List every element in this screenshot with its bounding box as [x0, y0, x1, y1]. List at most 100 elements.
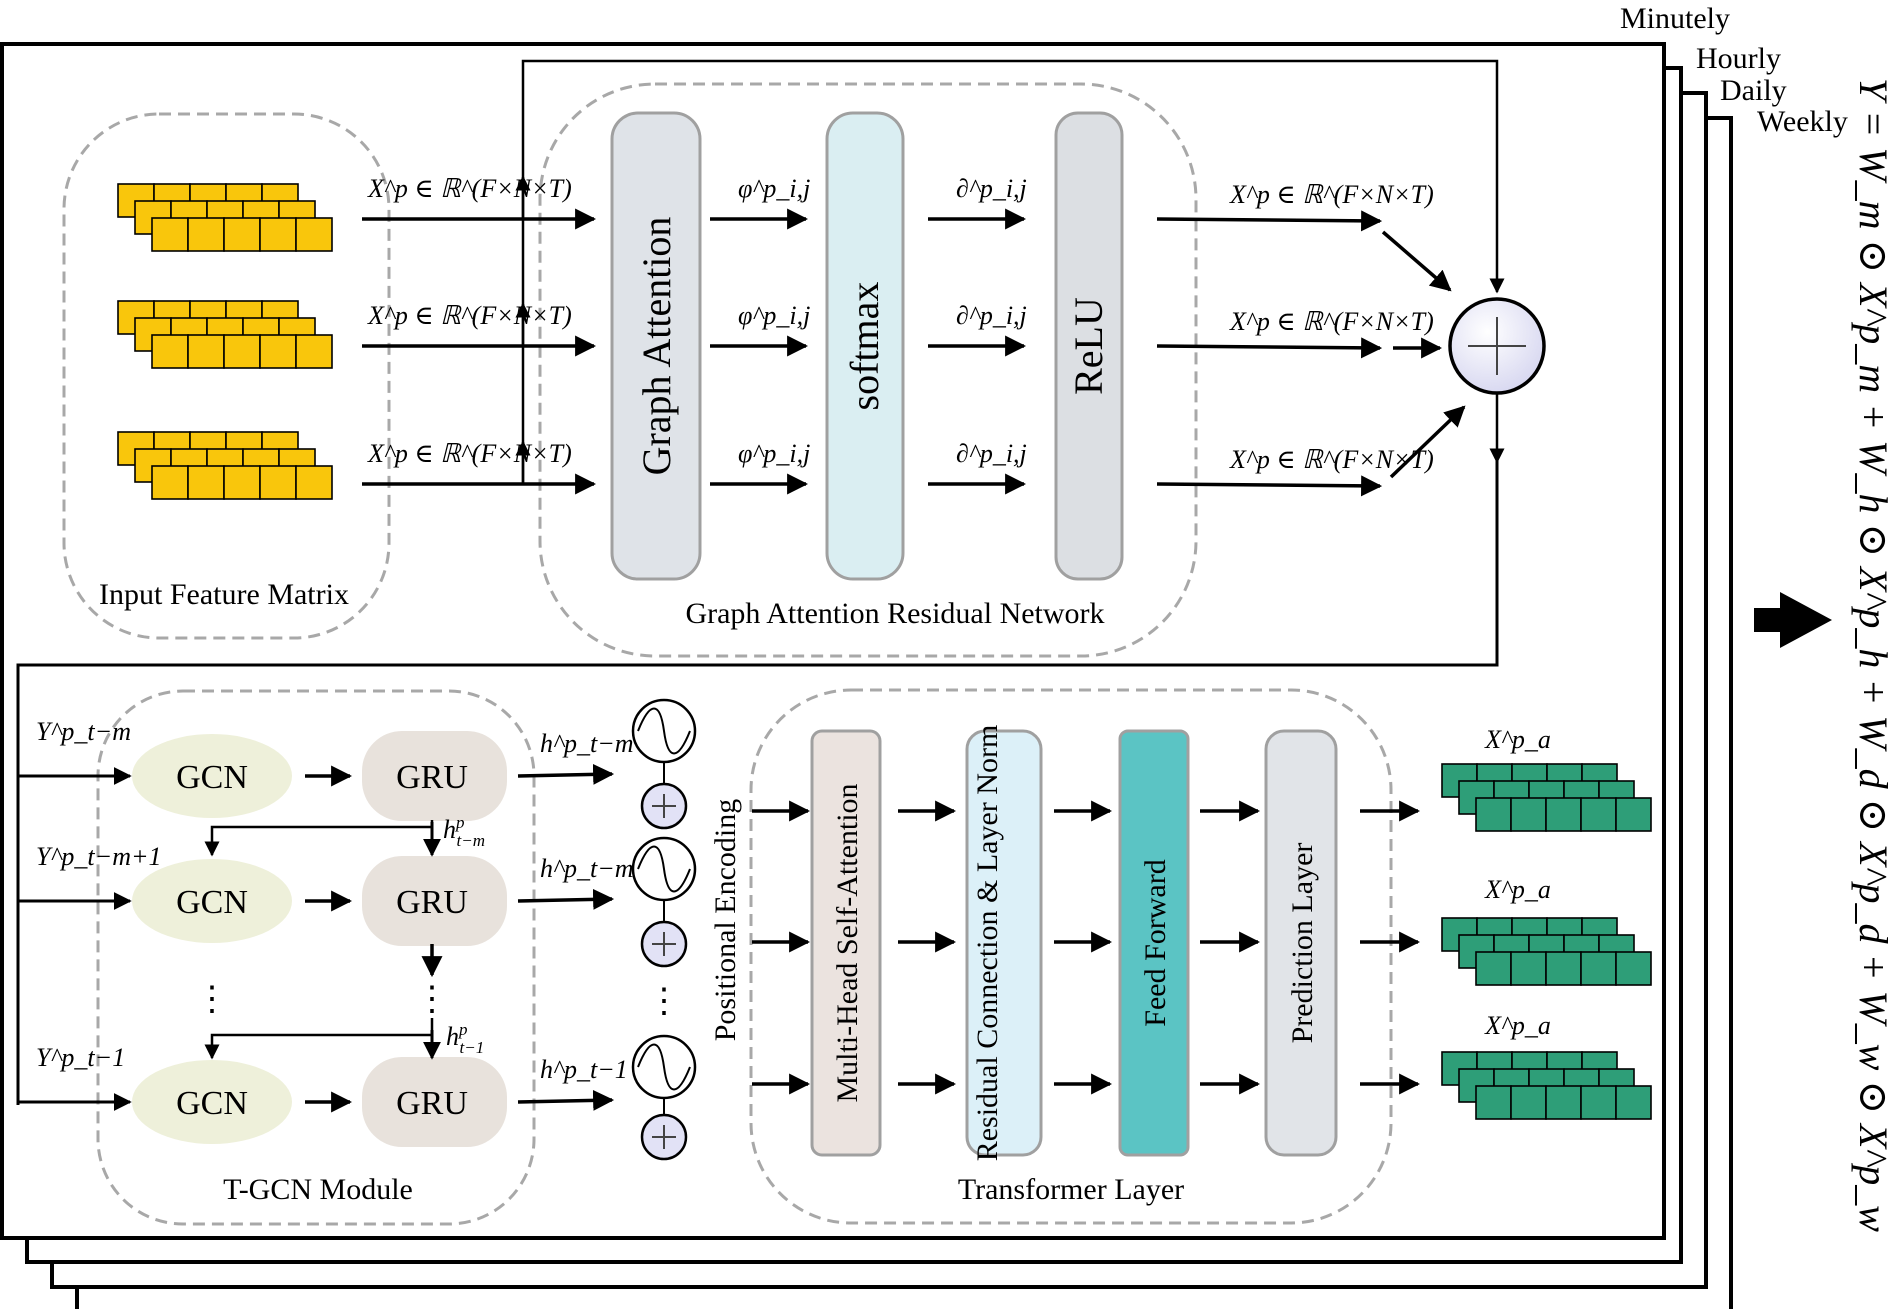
sine-wave-path: [637, 707, 691, 755]
input-feature-group: [62, 112, 391, 640]
matrix-cell: [1580, 797, 1617, 832]
layer-label-weekly: Weekly: [1757, 105, 1848, 138]
gru-out-arrow-2: [517, 888, 615, 910]
output-matrix-3: [1441, 1051, 1652, 1120]
hidden-output-label-3: h^p_t−1: [540, 1055, 628, 1084]
output-matrix-label-2: X^p_a: [1484, 875, 1551, 904]
matrix-cell: [1615, 951, 1652, 986]
layer-label-minutely: Minutely: [1620, 2, 1730, 35]
residual-norm-block: [965, 729, 1043, 1157]
output-label-2: X^p ∈ ℝ^(F×N×T): [1229, 307, 1434, 336]
phi-label-1: φ^p_i,j: [738, 174, 810, 203]
prediction-layer-label: Prediction Layer: [1286, 843, 1319, 1044]
residual-connection: [521, 59, 1505, 484]
matrix-cell: [223, 465, 261, 500]
phi-label-2: φ^p_i,j: [738, 301, 810, 330]
matrix-cell: [1615, 797, 1652, 832]
transformer-title: Transformer Layer: [958, 1173, 1184, 1206]
relu-out-arrow-2: [1156, 337, 1383, 359]
residual-norm-line: Residual Connection & Layer Norm: [971, 725, 1004, 1162]
softmax-block: [825, 111, 905, 581]
tgcn-input-label-1: Y^p_t−m: [36, 717, 131, 746]
layer-label-hourly: Hourly: [1696, 42, 1781, 75]
output-label-3: X^p ∈ ℝ^(F×N×T): [1229, 445, 1434, 474]
matrix-cell: [151, 217, 189, 252]
phi-label-3: φ^p_i,j: [738, 439, 810, 468]
gru-label-3: GRU: [396, 1085, 468, 1122]
sum-output-line: [16, 460, 1499, 1105]
gru-node-1: [362, 731, 507, 821]
matrix-cell: [223, 217, 261, 252]
input-label-2: X^p ∈ ℝ^(F×N×T): [367, 301, 572, 330]
matrix-cell: [1475, 1085, 1512, 1120]
tgcn-group: [96, 689, 536, 1226]
gcn-node-2: [132, 859, 292, 943]
matrix-cell: [1580, 1085, 1617, 1120]
matrix-cell: [1475, 797, 1512, 832]
gat-group: [538, 82, 1198, 658]
matrix-cell: [187, 217, 225, 252]
softmax-label: softmax: [842, 282, 887, 411]
mhsa-block: [810, 729, 882, 1157]
sum-arrow-in-bot: [1389, 405, 1466, 479]
gcn-ellipsis: ⋮: [195, 981, 229, 1018]
output-label-1: X^p ∈ ℝ^(F×N×T): [1229, 180, 1434, 209]
matrix-cell: [223, 334, 261, 369]
tgcn-title: T-GCN Module: [223, 1173, 413, 1206]
partial-label-1: ∂^p_i,j: [956, 174, 1027, 203]
top-section: Input Feature Matrix Graph Attention Res…: [16, 59, 1546, 1105]
gcn-label-1: GCN: [176, 759, 248, 796]
hidden-output-label-1: h^p_t−m: [540, 729, 634, 758]
partial-label-2: ∂^p_i,j: [956, 301, 1027, 330]
gru-out-arrow-1: [517, 763, 615, 785]
bottom-section: T-GCN Module Transformer Layer Y^p_t−mGC…: [18, 688, 1652, 1226]
layer-label-daily: Daily: [1720, 74, 1787, 107]
pe-unit-1: [631, 698, 697, 830]
matrix-cell: [259, 334, 297, 369]
matrix-cell: [187, 465, 225, 500]
gru-ellipsis: ⋮: [415, 981, 449, 1018]
prediction-layer-block: [1264, 729, 1338, 1157]
sine-wave-path: [637, 1043, 691, 1091]
residual-norm-label: Residual Connection & Layer Norm: [971, 725, 1004, 1162]
matrix-cell: [187, 334, 225, 369]
matrix-cell: [151, 465, 189, 500]
tgcn-input-label-3: Y^p_t−1: [36, 1043, 125, 1072]
feed-forward-label: Feed Forward: [1139, 859, 1172, 1026]
output-matrix-label-3: X^p_a: [1484, 1011, 1551, 1040]
relu-out-arrow-1: [1156, 210, 1383, 232]
matrix-cell: [259, 465, 297, 500]
input-matrix-3: [117, 431, 333, 500]
relu-out-arrow-3: [1156, 475, 1383, 497]
matrix-cell: [1580, 951, 1617, 986]
pe-unit-2: [631, 836, 697, 968]
sine-wave-path: [637, 845, 691, 893]
input-matrix-1: [117, 183, 333, 252]
matrix-cell: [1510, 1085, 1547, 1120]
output-matrix-label-1: X^p_a: [1484, 725, 1551, 754]
matrix-cell: [1615, 1085, 1652, 1120]
gru-label-1: GRU: [396, 759, 468, 796]
gcn-label-3: GCN: [176, 1085, 248, 1122]
matrix-cell: [1545, 1085, 1582, 1120]
graph-attention-label: Graph Attention: [634, 217, 679, 476]
gat-title: Graph Attention Residual Network: [685, 597, 1104, 630]
output-matrix-2: [1441, 917, 1652, 986]
positional-encoding-label: Positional Encoding: [709, 799, 742, 1042]
matrix-cell: [295, 334, 333, 369]
gru-carry-2: [204, 1018, 434, 1060]
relu-block: [1054, 111, 1124, 581]
gru-label-2: GRU: [396, 884, 468, 921]
input-label-1: X^p ∈ ℝ^(F×N×T): [367, 174, 572, 203]
sum-arrow-in-top: [1381, 230, 1452, 292]
output-arrow: [1754, 592, 1832, 648]
matrix-cell: [295, 465, 333, 500]
matrix-cell: [1510, 797, 1547, 832]
graph-attention-block: [610, 111, 702, 581]
matrix-cell: [295, 217, 333, 252]
gcn-node-1: [132, 734, 292, 818]
transformer-group: [749, 688, 1393, 1225]
matrix-cell: [1545, 797, 1582, 832]
input-label-3: X^p ∈ ℝ^(F×N×T): [367, 439, 572, 468]
